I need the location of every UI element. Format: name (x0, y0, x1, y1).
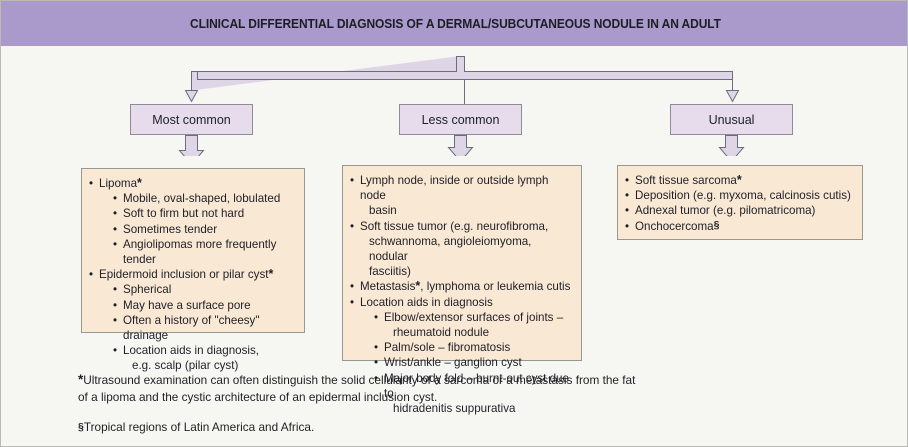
list-item: May have a surface pore (113, 298, 296, 313)
item-text: Deposition (e.g. myxoma, calcinosis cuti… (635, 188, 854, 203)
list-item: Elbow/extensor surfaces of joints – rheu… (374, 310, 573, 340)
footnote-text: Ultrasound examination can often disting… (83, 373, 573, 387)
item-text: Metastasis*, lymphoma or leukemia cutis (360, 279, 573, 294)
list-item: Angiolipomas more frequently tender (113, 237, 296, 267)
flowchart-connectors (178, 56, 745, 156)
item-text: Location aids in diagnosis, (123, 344, 259, 358)
list-item: Soft tissue tumor (e.g. neurofibroma, sc… (350, 219, 573, 280)
footnote-section: §Tropical regions of Latin America and A… (78, 419, 638, 436)
list-item: Lipoma* Mobile, oval-shaped, lobulated S… (89, 176, 296, 267)
list-item: Major body fold – burnt-out cyst due to … (374, 371, 573, 417)
footnote-marker-star: * (736, 173, 742, 187)
sublist-location: Elbow/extensor surfaces of joints – rheu… (360, 310, 573, 416)
item-text: Soft tissue tumor (e.g. neurofibroma, (360, 219, 573, 234)
list-less-common: Lymph node, inside or outside lymph node… (350, 173, 573, 416)
item-text: Location aids in diagnosis (360, 295, 573, 310)
category-label-unusual: Unusual (708, 112, 755, 127)
item-text-continued: rheumatoid nodule (393, 326, 490, 340)
category-label-most-common: Most common (152, 112, 231, 127)
content-box-unusual: Soft tissue sarcoma* Deposition (e.g. my… (617, 165, 863, 240)
sublist-epidermoid-cyst: Spherical May have a surface pore Often … (99, 282, 296, 373)
footnote-marker-star: * (268, 267, 274, 282)
list-item: Metastasis*, lymphoma or leukemia cutis (350, 279, 573, 294)
item-text: Elbow/extensor surfaces of joints – (384, 310, 564, 324)
item-text-continued: basin (369, 204, 397, 218)
item-text: Epidermoid inclusion or pilar cyst* (99, 267, 296, 282)
item-text: Lymph node, inside or outside lymph node (360, 173, 573, 203)
category-box-unusual[interactable]: Unusual (670, 104, 793, 135)
item-text-continued: schwannoma, angioleiomyoma, nodular (369, 234, 532, 264)
list-item: Adnexal tumor (e.g. pilomatricoma) (625, 203, 854, 218)
category-label-less-common: Less common (421, 112, 500, 127)
item-text: Soft tissue sarcoma* (635, 173, 854, 188)
content-box-less-common: Lymph node, inside or outside lymph node… (342, 165, 582, 415)
list-item: Location aids in diagnosis Elbow/extenso… (350, 295, 573, 417)
list-item: Deposition (e.g. myxoma, calcinosis cuti… (625, 188, 854, 203)
list-item: Wrist/ankle – ganglion cyst (374, 355, 573, 370)
item-text: Major body fold – burnt-out cyst due to (384, 371, 569, 400)
item-text: Onchocercoma§ (635, 219, 854, 234)
list-item: Palm/sole – fibromatosis (374, 340, 573, 355)
item-text: Adnexal tumor (e.g. pilomatricoma) (635, 203, 854, 218)
footnote-marker-star: * (415, 279, 421, 294)
list-item: Soft tissue sarcoma* (625, 173, 854, 188)
figure-title-bar: CLINICAL DIFFERENTIAL DIAGNOSIS OF A DER… (1, 1, 907, 46)
item-text: Lipoma* (99, 176, 296, 191)
list-most-common: Lipoma* Mobile, oval-shaped, lobulated S… (89, 176, 296, 374)
content-box-most-common: Lipoma* Mobile, oval-shaped, lobulated S… (81, 168, 305, 372)
list-item: Epidermoid inclusion or pilar cyst* Sphe… (89, 267, 296, 373)
page-title: CLINICAL DIFFERENTIAL DIAGNOSIS OF A DER… (189, 16, 721, 31)
sublist-lipoma: Mobile, oval-shaped, lobulated Soft to f… (99, 191, 296, 267)
list-item: Lymph node, inside or outside lymph node… (350, 173, 573, 219)
item-text-continued: fasciitis) (369, 265, 411, 279)
footnote-text: Tropical regions of Latin America and Af… (83, 420, 315, 434)
category-box-less-common[interactable]: Less common (399, 104, 522, 135)
item-text-continued: hidradenitis suppurativa (393, 402, 516, 416)
footnote-marker-star: * (137, 176, 142, 190)
footnote-marker-section: § (713, 218, 720, 231)
list-item: Sometimes tender (113, 222, 296, 237)
item-text-continued: e.g. scalp (pilar cyst) (132, 359, 239, 373)
list-item: Mobile, oval-shaped, lobulated (113, 191, 296, 206)
footnote-text-continued: from the fat of a lipoma and the cystic … (78, 373, 636, 404)
list-unusual: Soft tissue sarcoma* Deposition (e.g. my… (625, 173, 854, 234)
footnote-marker-section: § (78, 421, 84, 433)
list-item: Soft to firm but not hard (113, 206, 296, 221)
category-box-most-common[interactable]: Most common (130, 104, 253, 135)
footnote-marker-star: * (78, 372, 84, 387)
list-item: Location aids in diagnosis, e.g. scalp (… (113, 343, 296, 373)
list-item: Onchocercoma§ (625, 219, 854, 234)
footnote-asterisk: *Ultrasound examination can often distin… (78, 372, 638, 405)
list-item: Often a history of "cheesy" drainage (113, 313, 296, 343)
list-item: Spherical (113, 282, 296, 297)
